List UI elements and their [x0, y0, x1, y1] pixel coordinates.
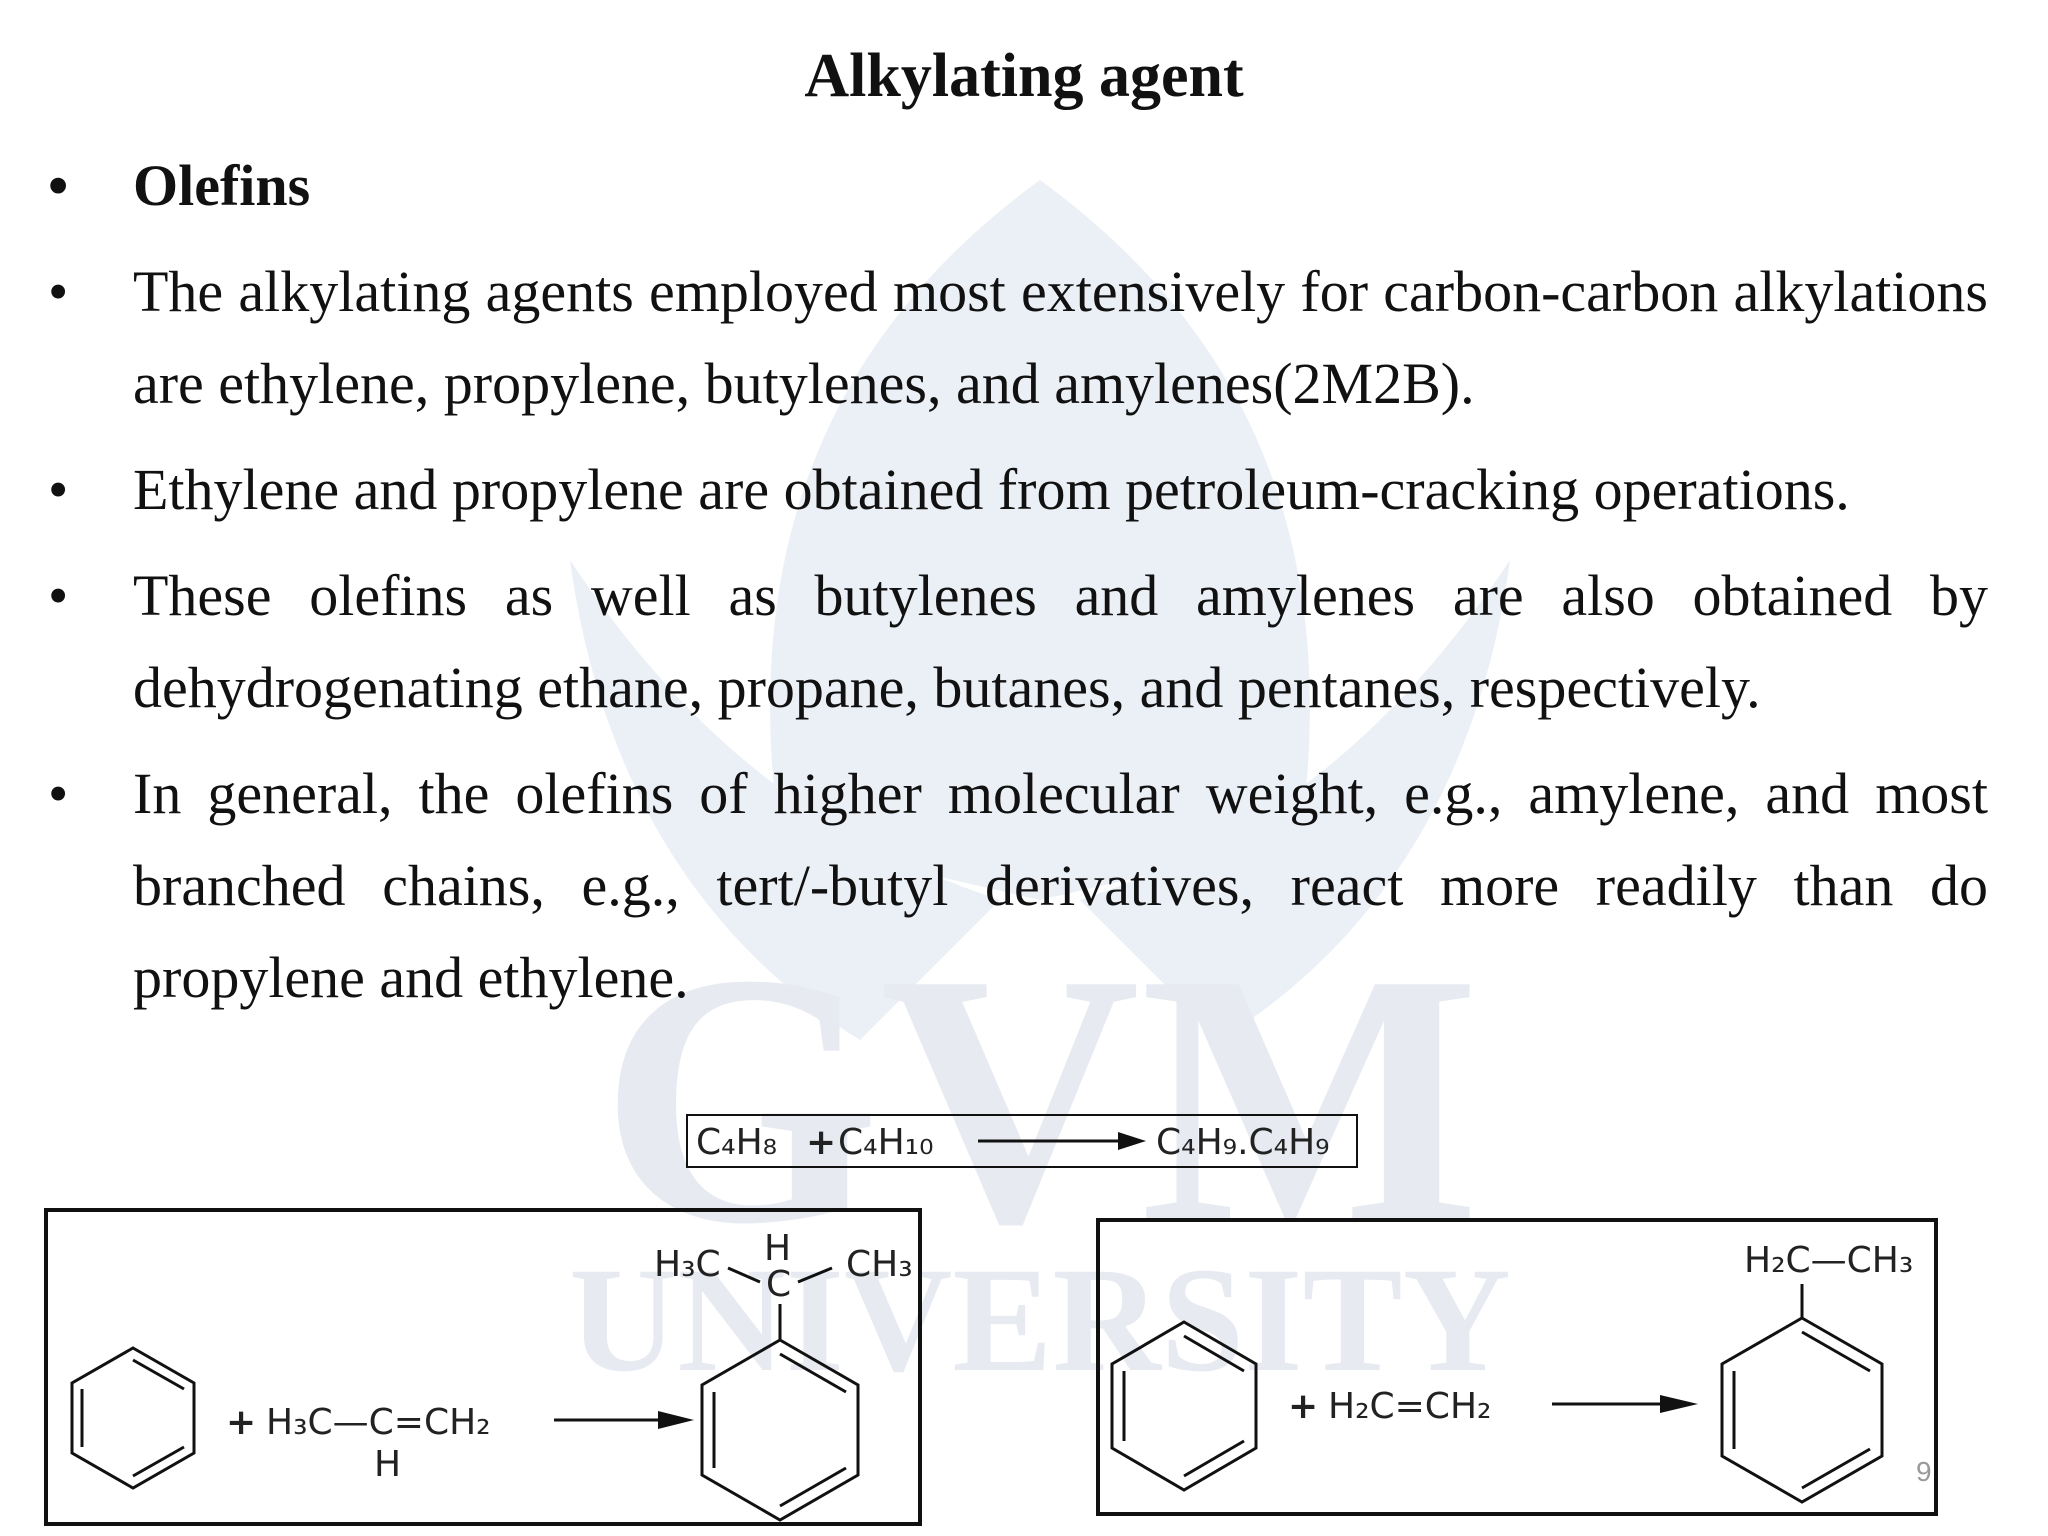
benzene-ethylene-reaction: + H₂C=CH₂ H₂C—CH₃: [1110, 1240, 1913, 1504]
bullet-dot: •: [48, 259, 69, 324]
bullet-text: In general, the olefins of higher molecu…: [133, 761, 1988, 1010]
bullet-text: The alkylating agents employed most exte…: [133, 259, 1988, 416]
isopropyl-methyl-left: H₃C: [654, 1244, 721, 1285]
slide-title: Alkylating agent: [804, 42, 1244, 110]
isopropyl-carbon: C: [766, 1264, 791, 1305]
bullet-dot: •: [48, 153, 69, 218]
bullet-text: Ethylene and propylene are obtained from…: [133, 457, 1850, 522]
bullet-item: • In general, the olefins of higher mole…: [48, 748, 1988, 1024]
isopropyl-hydrogen: H: [764, 1228, 791, 1269]
isopropyl-methyl-right: CH₃: [846, 1244, 913, 1285]
ethylene-formula: H₂C=CH₂: [1328, 1386, 1491, 1427]
equation-reactant-2: C₄H₁₀: [838, 1122, 934, 1163]
equation-plus: +: [806, 1122, 837, 1163]
cumene-bonds: [727, 1266, 833, 1340]
reaction-arrow-icon: [1552, 1395, 1698, 1413]
benzene-propylene-reaction: + H₃C—C=CH₂ H H₃C H C CH₃: [70, 1228, 913, 1522]
equation-product: C₄H₉.C₄H₉: [1156, 1122, 1330, 1163]
bullet-item: • Olefins: [48, 140, 1988, 232]
equation-reactant-1: C₄H₈: [696, 1122, 778, 1163]
benzene-ring-icon: [1720, 1316, 1884, 1504]
reaction-box-ethylene: + H₂C=CH₂ H₂C—CH₃: [1096, 1218, 1938, 1516]
benzene-ring-icon: [1110, 1320, 1258, 1492]
alkylation-equation: C₄H₈ + C₄H₁₀ C₄H₉.C₄H₉: [686, 1114, 1358, 1168]
propylene-formula: H₃C—C=CH₂: [266, 1402, 491, 1443]
reaction-plus: +: [226, 1402, 256, 1443]
reaction-arrow-icon: [978, 1132, 1146, 1150]
bullet-item: • The alkylating agents employed most ex…: [48, 246, 1988, 430]
ethyl-substituent: H₂C—CH₃: [1744, 1240, 1913, 1281]
benzene-ring-icon: [700, 1338, 860, 1522]
bullet-dot: •: [48, 761, 69, 826]
propylene-hydrogen: H: [374, 1444, 401, 1485]
bullet-dot: •: [48, 563, 69, 628]
bullet-list: • Olefins • The alkylating agents employ…: [48, 140, 1988, 1038]
bullet-item: • These olefins as well as butylenes and…: [48, 550, 1988, 734]
reaction-plus: +: [1288, 1386, 1318, 1427]
bullet-text: Olefins: [133, 153, 311, 218]
bullet-dot: •: [48, 457, 69, 522]
reaction-box-propylene: + H₃C—C=CH₂ H H₃C H C CH₃: [44, 1208, 922, 1526]
bullet-item: • Ethylene and propylene are obtained fr…: [48, 444, 1988, 536]
reaction-arrow-icon: [554, 1411, 694, 1429]
bullet-text: These olefins as well as butylenes and a…: [133, 563, 1988, 720]
benzene-ring-icon: [70, 1346, 196, 1490]
page-number: 9: [1916, 1456, 1932, 1487]
